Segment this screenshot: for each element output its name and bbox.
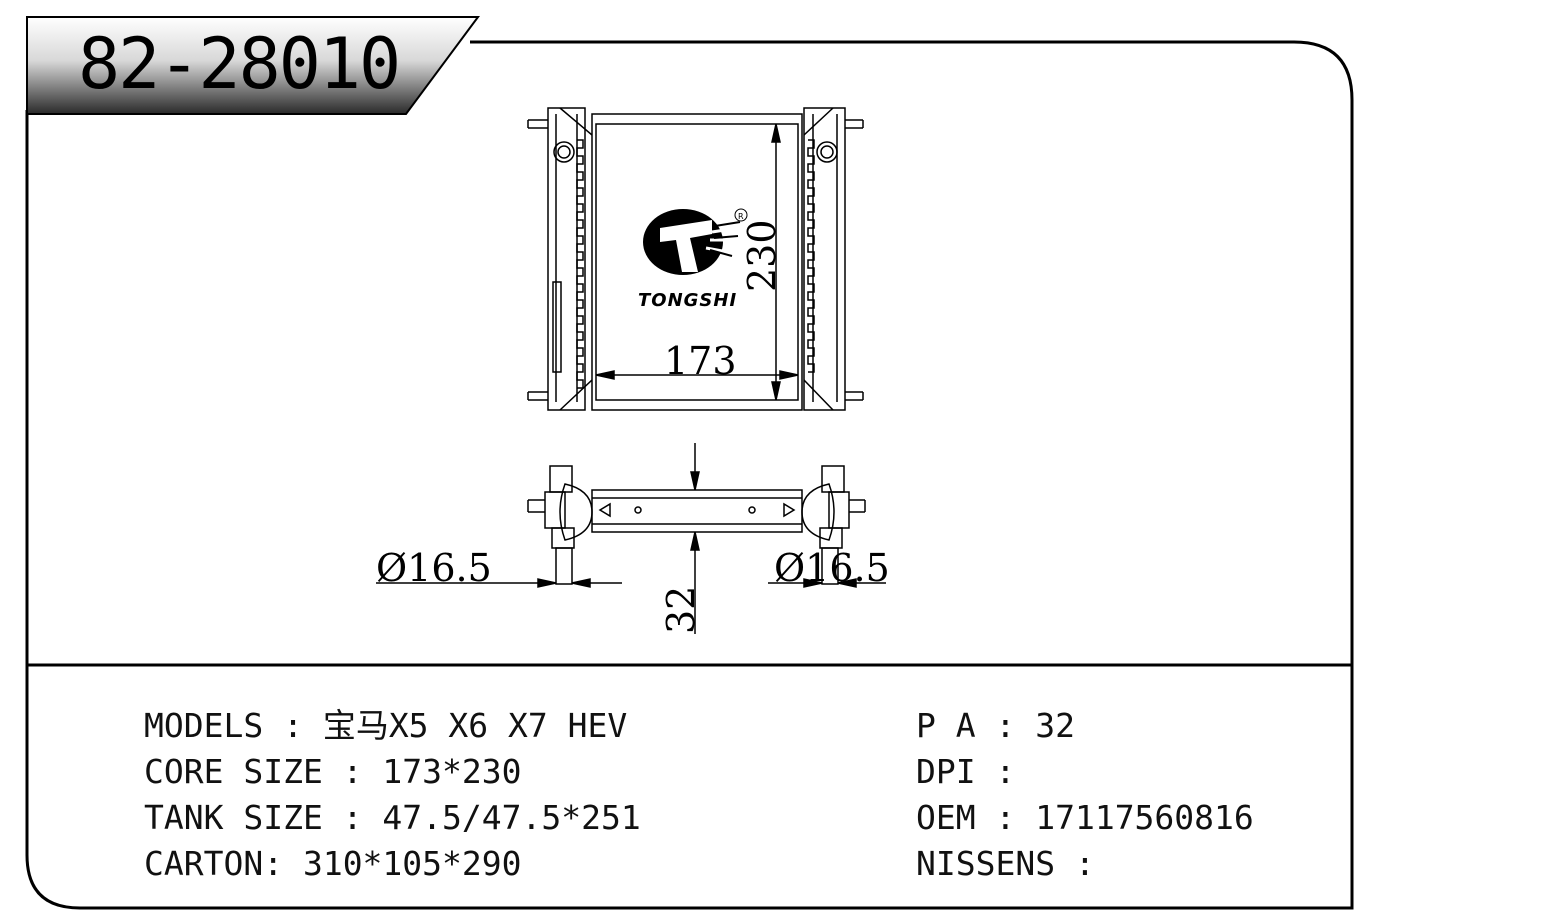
spec-nissens: NISSENS : (916, 844, 1115, 884)
core-width-dim: 173 (664, 339, 737, 383)
pipe-right-dim: Ø16.5 (774, 546, 890, 590)
title-tab (26, 16, 480, 115)
dimension-lines (595, 123, 799, 401)
brand-name: TONGSHI (638, 290, 737, 311)
spec-core-size: CORE SIZE : 173*230 (144, 752, 522, 792)
spec-pa-value: 32 (1035, 706, 1075, 745)
spec-core-value: 173*230 (382, 752, 522, 791)
spec-tank-value: 47.5/47.5*251 (382, 798, 641, 837)
spec-carton-value: 310*105*290 (302, 844, 522, 883)
spec-models-value: 宝马X5 X6 X7 HEV (322, 706, 628, 745)
spec-oem-value: 17117560816 (1035, 798, 1254, 837)
pipe-left-dim: Ø16.5 (376, 546, 492, 590)
tongshi-logo-icon: R TONGSHI (638, 208, 748, 311)
spec-dpi-label: DPI : (916, 752, 1036, 791)
part-number-title: 82-28010 (78, 23, 401, 105)
spec-dpi: DPI : (916, 752, 1035, 792)
spec-tank-label: TANK SIZE : (144, 798, 383, 837)
outer-border (25, 40, 1354, 910)
spec-models-label: MODELS : (144, 706, 323, 745)
core-height-dim: 230 (740, 219, 784, 292)
spec-core-label: CORE SIZE : (144, 752, 383, 791)
spec-pa-label: P A : (916, 706, 1036, 745)
spec-carton-label: CARTON: (144, 844, 303, 883)
side-dimension-lines (376, 443, 886, 634)
spec-tank-size: TANK SIZE : 47.5/47.5*251 (144, 798, 641, 838)
radiator-side-view (527, 465, 866, 585)
radiator-front-view (527, 107, 864, 411)
registered-mark: R (738, 212, 744, 221)
spec-models: MODELS : 宝马X5 X6 X7 HEV (144, 706, 627, 746)
spec-nissens-label: NISSENS : (916, 844, 1115, 883)
spec-oem-label: OEM : (916, 798, 1036, 837)
thickness-dim: 32 (659, 586, 703, 634)
spec-carton: CARTON: 310*105*290 (144, 844, 522, 884)
spec-pa: P A : 32 (916, 706, 1075, 746)
spec-oem: OEM : 17117560816 (916, 798, 1254, 838)
